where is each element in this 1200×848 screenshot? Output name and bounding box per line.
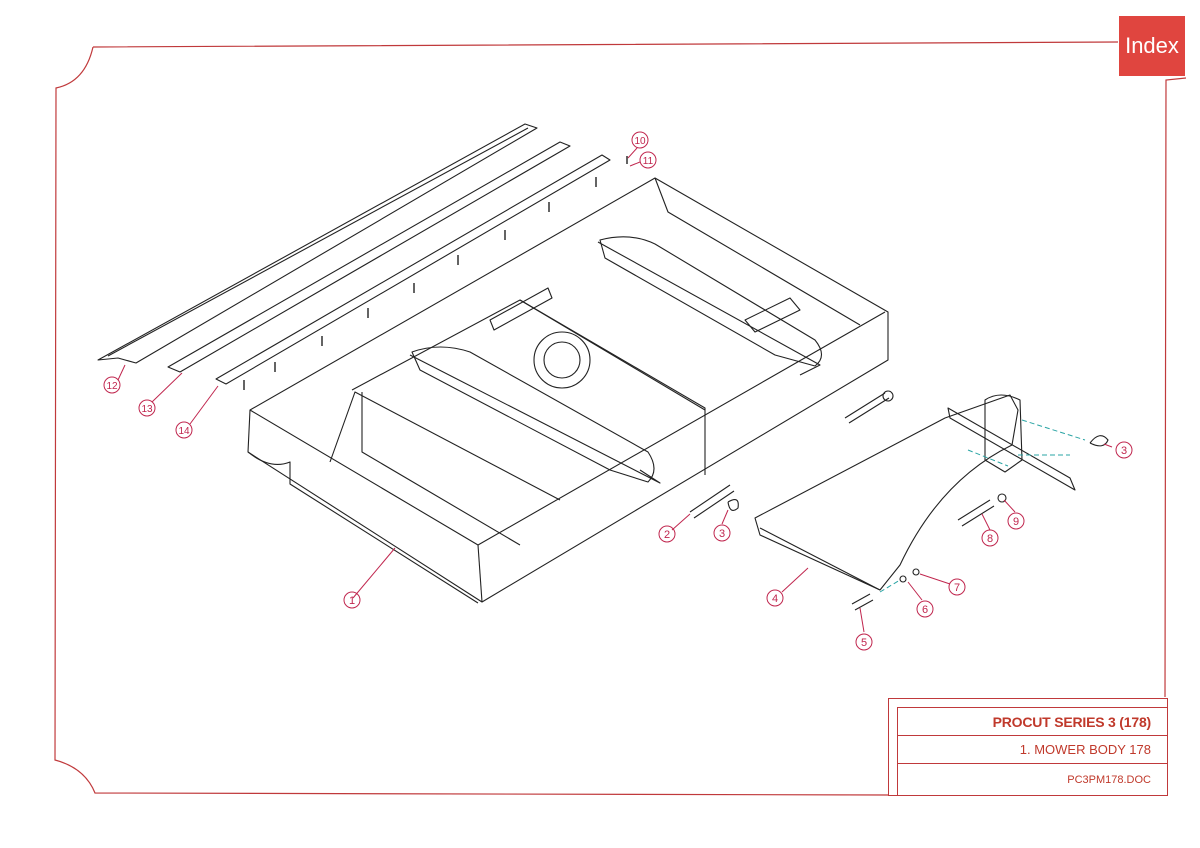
blade-bolts <box>243 156 628 390</box>
title-block-inner: PROCUT SERIES 3 (178) 1. MOWER BODY 178 … <box>897 707 1167 795</box>
title-block: PROCUT SERIES 3 (178) 1. MOWER BODY 178 … <box>888 698 1168 796</box>
callout-13: 13 <box>141 404 153 415</box>
series-title: PROCUT SERIES 3 (178) <box>992 713 1152 730</box>
callouts <box>103 131 1133 651</box>
title-row-part: 1. MOWER BODY 178 <box>898 736 1167 764</box>
callout-6: 6 <box>922 604 928 616</box>
pin-8-washer-9 <box>957 493 1007 527</box>
callout-10: 10 <box>634 136 646 147</box>
mower-deck <box>247 177 889 604</box>
callout-14: 14 <box>178 426 190 437</box>
callout-9: 9 <box>1013 516 1019 528</box>
nut-7 <box>912 568 920 576</box>
callout-7: 7 <box>954 582 960 594</box>
callout-3-right: 3 <box>1121 445 1127 457</box>
drawing-frame <box>54 41 1187 796</box>
title-row-doc: PC3PM178.DOC <box>898 764 1167 795</box>
clip-right <box>1089 435 1109 447</box>
index-button[interactable]: Index <box>1119 16 1185 76</box>
callout-5: 5 <box>861 637 867 649</box>
callout-12: 12 <box>106 381 118 392</box>
mounting-bracket <box>754 394 1076 591</box>
blade-strips <box>97 123 611 385</box>
title-row-series: PROCUT SERIES 3 (178) <box>898 708 1167 736</box>
bolt-5 <box>851 593 874 611</box>
callout-4: 4 <box>772 593 778 605</box>
callout-2: 2 <box>664 529 670 541</box>
part-title: 1. MOWER BODY 178 <box>1019 742 1151 757</box>
doc-name: PC3PM178.DOC <box>1067 773 1151 786</box>
callout-3-left: 3 <box>719 528 725 540</box>
pin-left <box>689 484 739 519</box>
pin-right-upper <box>844 390 894 424</box>
lock-washer-6 <box>899 575 907 583</box>
callout-11: 11 <box>643 156 654 167</box>
teal-leaders <box>879 419 1086 593</box>
callout-1: 1 <box>349 595 355 607</box>
callout-8: 8 <box>987 533 993 545</box>
